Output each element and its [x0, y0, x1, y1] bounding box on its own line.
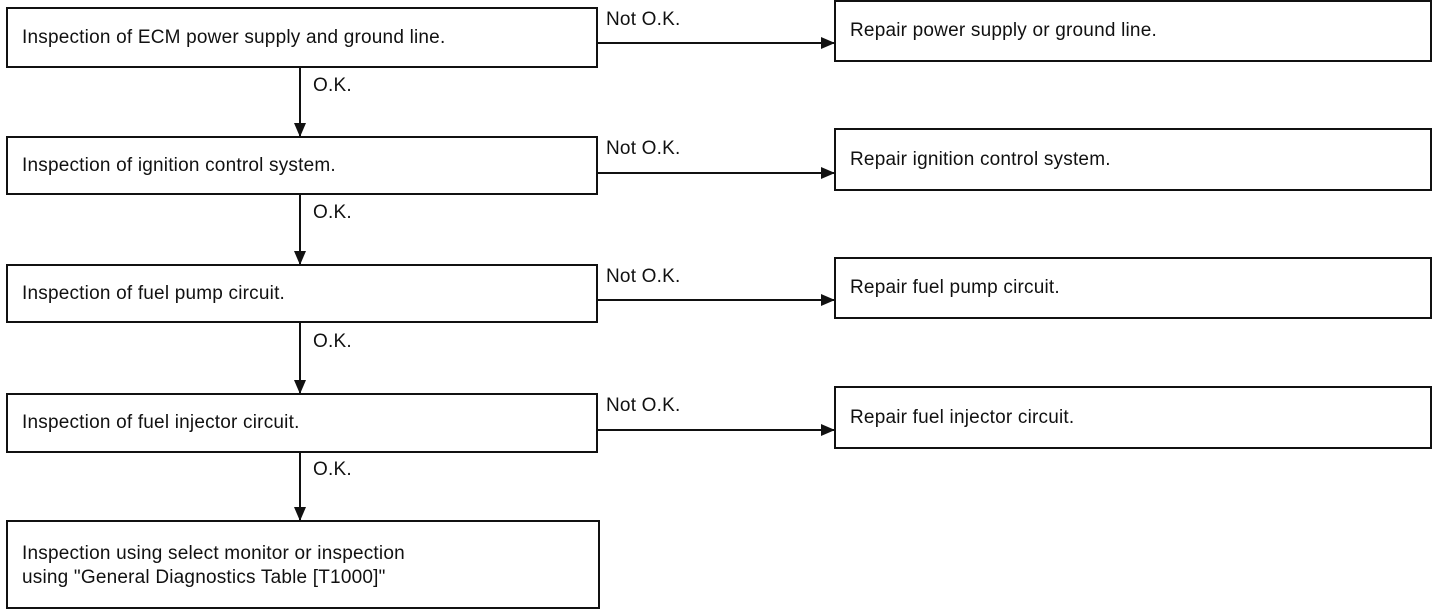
repair-box-fuel-injector: Repair fuel injector circuit. — [834, 386, 1432, 449]
ok-label-3: O.K. — [313, 331, 352, 352]
ok-label-2: O.K. — [313, 202, 352, 223]
inspection-box-final: Inspection using select monitor or inspe… — [6, 520, 600, 609]
inspection-box-fuel-injector: Inspection of fuel injector circuit. — [6, 393, 598, 453]
not-ok-label-2: Not O.K. — [606, 138, 681, 159]
inspection-box-ignition: Inspection of ignition control system. — [6, 136, 598, 195]
ok-label-1: O.K. — [313, 75, 352, 96]
not-ok-label-3: Not O.K. — [606, 266, 681, 287]
not-ok-label-1: Not O.K. — [606, 9, 681, 30]
ok-label-4: O.K. — [313, 459, 352, 480]
repair-box-power-supply: Repair power supply or ground line. — [834, 0, 1432, 62]
not-ok-label-4: Not O.K. — [606, 395, 681, 416]
inspection-box-fuel-pump: Inspection of fuel pump circuit. — [6, 264, 598, 323]
inspection-box-ecm-power: Inspection of ECM power supply and groun… — [6, 7, 598, 68]
repair-box-fuel-pump: Repair fuel pump circuit. — [834, 257, 1432, 319]
repair-box-ignition: Repair ignition control system. — [834, 128, 1432, 191]
